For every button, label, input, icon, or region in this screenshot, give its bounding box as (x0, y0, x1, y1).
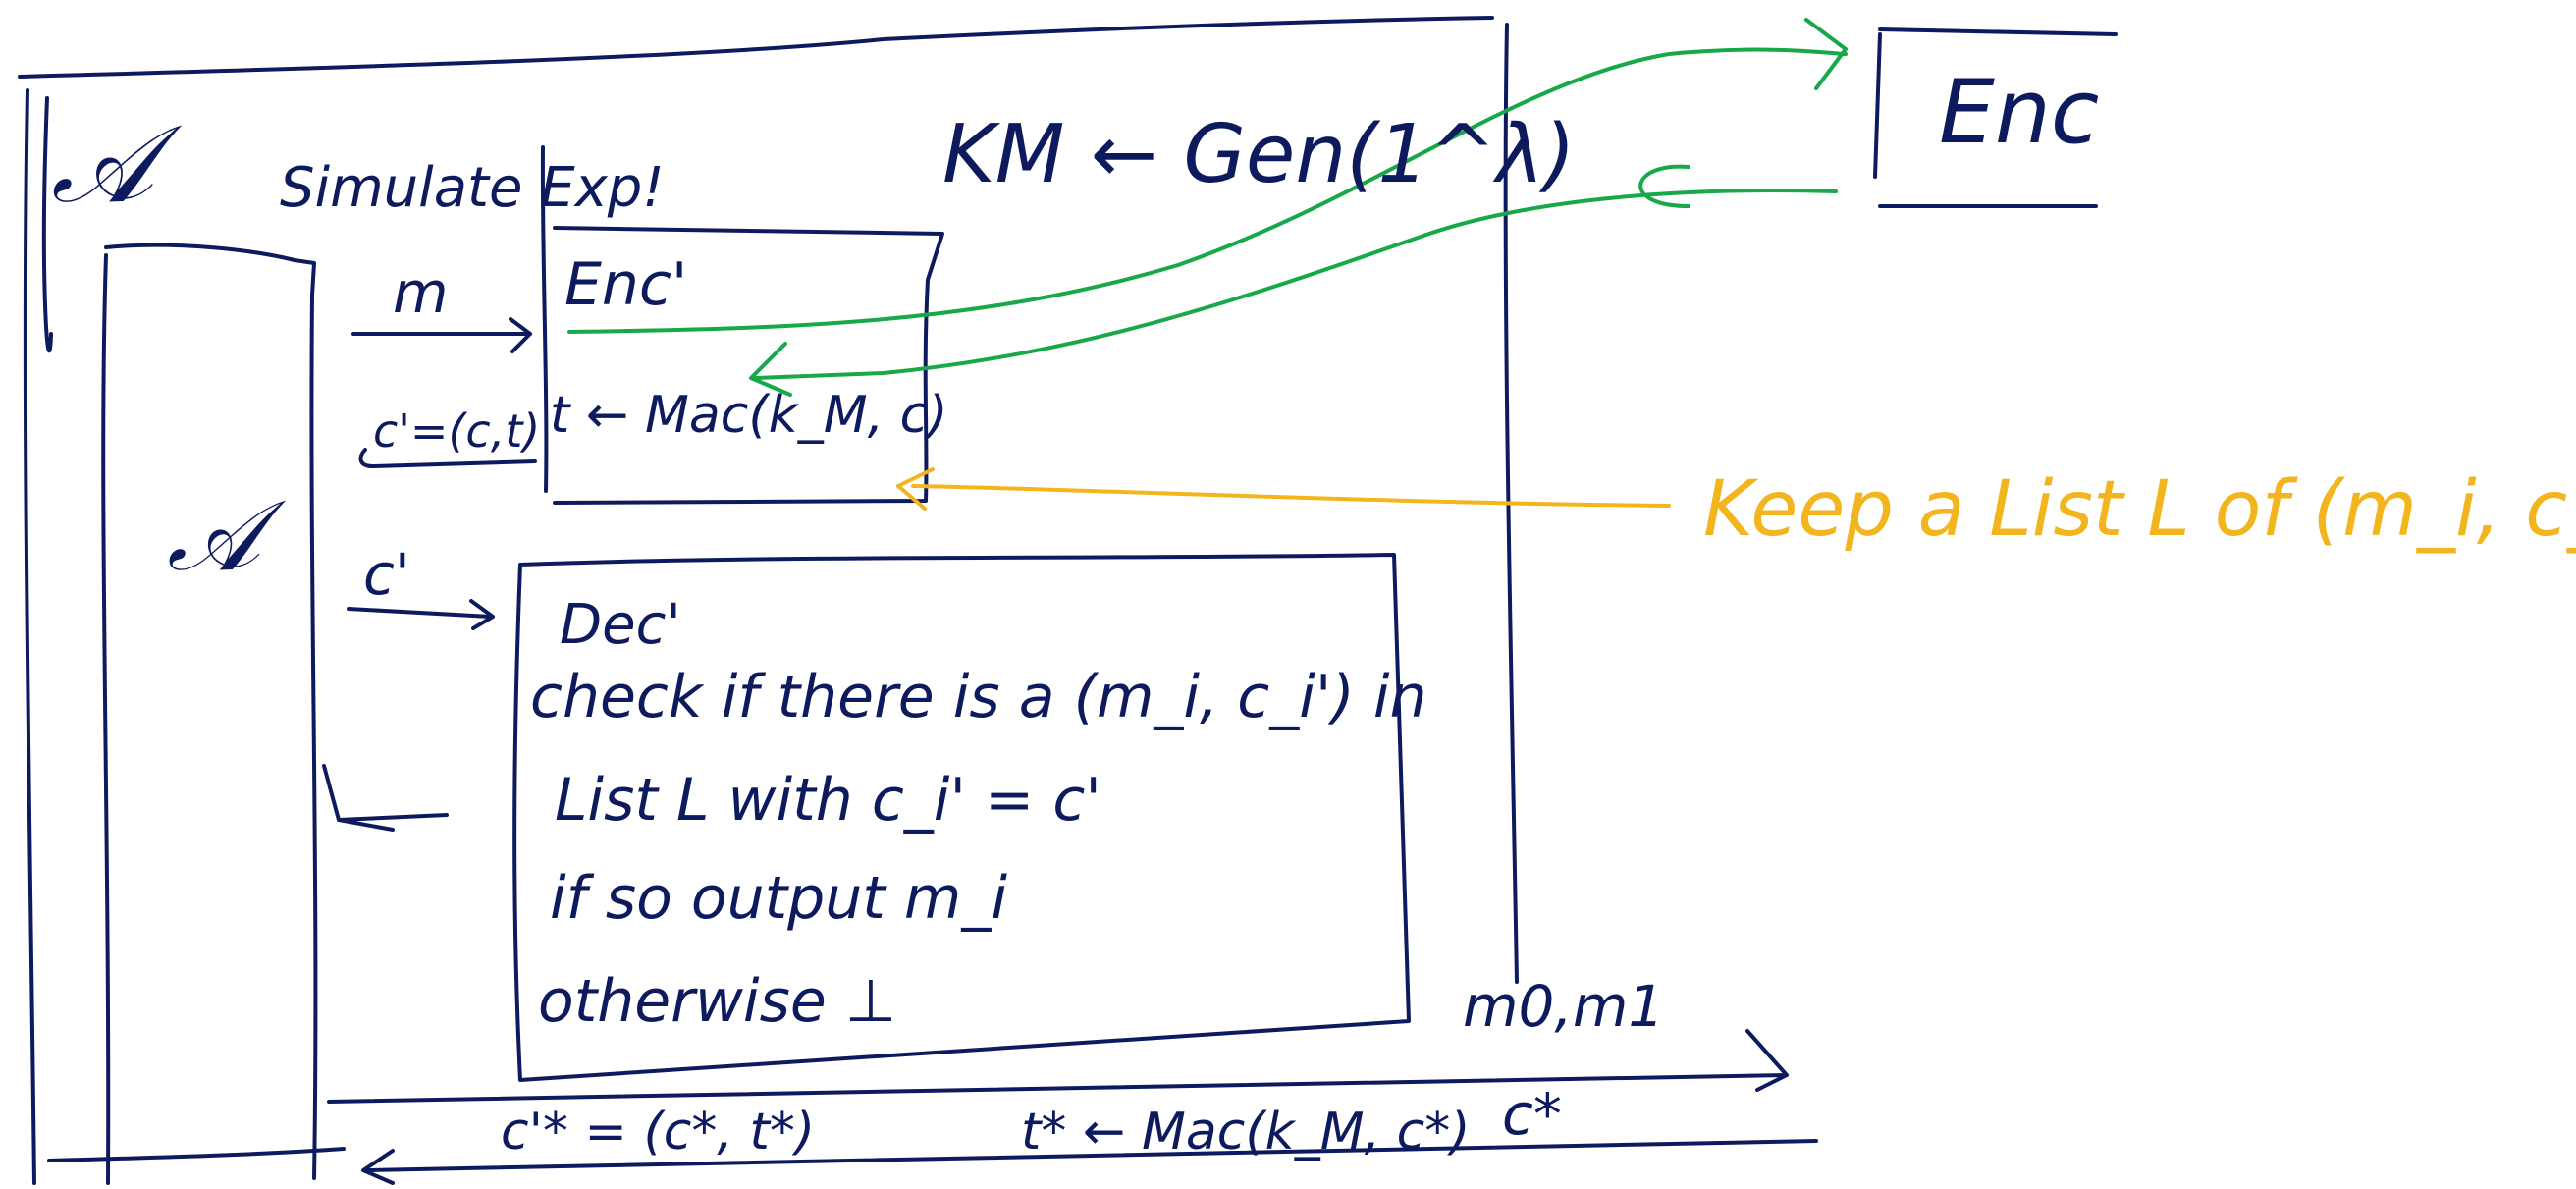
key-gen-label: KM ← Gen(1^λ) (942, 108, 1576, 201)
adversary-inner-label: 𝒜 (167, 478, 287, 593)
ct-return-arrow (358, 448, 537, 468)
green-hook (1638, 164, 1690, 208)
outer-box-top (18, 16, 1494, 79)
bottom-line (47, 1147, 346, 1162)
inner-box-left (101, 253, 111, 1185)
dec-line-3: if so output m_i (550, 864, 1007, 933)
keep-list-label: Keep a List L of (m_i, c_i') (1703, 465, 2576, 554)
m0m1-label: m0,m1 (1463, 973, 1664, 1040)
green-query-arrow (567, 18, 1848, 334)
c-prime-arrow (347, 599, 495, 630)
enc-oracle-label: Enc (1939, 61, 2099, 164)
dec-return-arrow (322, 764, 449, 832)
mac-label: t ← Mac(k_M, c) (550, 386, 948, 445)
dec-line-4: otherwise ⊥ (538, 967, 896, 1036)
enc-inner-left (540, 145, 549, 493)
c-prime-star-label: c'* = (c*, t*) (501, 1103, 815, 1162)
enc-inner-box (553, 226, 944, 505)
yellow-list-arrow (896, 467, 1671, 511)
outer-box-left (23, 88, 36, 1185)
adversary-outer-label: 𝒜 (51, 101, 183, 227)
dec-line-1: check if there is a (m_i, c_i') in (530, 663, 1427, 731)
enc-inner-label: Enc' (564, 250, 687, 319)
challenge-arrow (327, 1029, 1789, 1104)
outer-box-left-2 (41, 96, 53, 353)
dec-box (512, 553, 1411, 1082)
m-label: m (393, 259, 449, 326)
c-star-label: c* (1502, 1081, 1562, 1148)
inner-box (104, 243, 318, 1180)
t-star-label: t* ← Mac(k_M, c*) (1021, 1103, 1471, 1162)
dec-line-2: List L with c_i' = c' (555, 766, 1101, 835)
enc-oracle-box (1873, 27, 2118, 208)
m-arrow (351, 317, 532, 353)
simulate-label: Simulate Exp! (280, 156, 665, 220)
ct-label: c'=(c,t) (373, 405, 540, 458)
outer-box-right (1503, 23, 1519, 984)
dec-title: Dec' (560, 593, 681, 657)
c-prime-label: c' (363, 541, 410, 608)
green-response-arrow (749, 189, 1838, 397)
